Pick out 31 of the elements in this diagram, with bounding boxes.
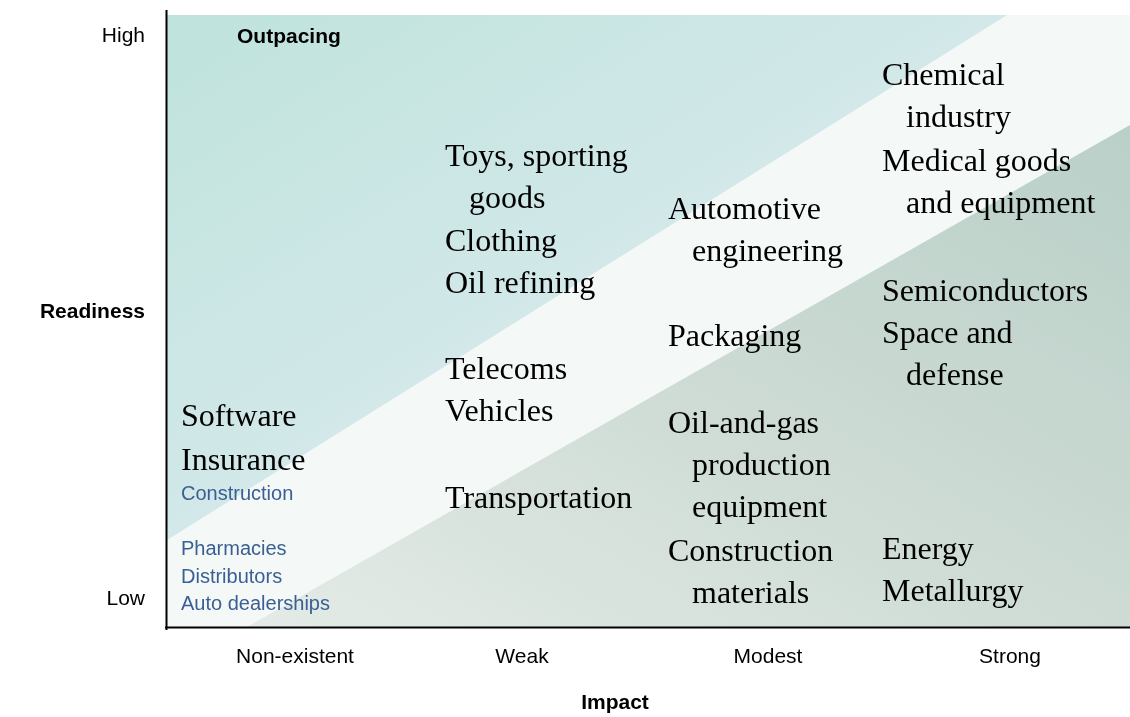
sector-label: Construction [181,481,294,506]
sector-label: Space and defense [882,313,1014,394]
sector-label: Oil refining [445,263,597,302]
sector-label: Software [181,396,298,435]
axis-tick-label: Weak [494,643,550,669]
sector-label: Construction materials [668,531,835,612]
sector-label: Telecoms [445,349,569,388]
sector-label: Packaging [668,316,803,355]
axis-title: Readiness [38,298,145,324]
sector-label: Auto dealerships [181,591,330,616]
sector-label: Pharmacies [181,536,287,561]
sector-label: Energy [882,529,975,568]
axis-title: Impact [580,689,650,715]
axis-tick-label: Non-existent [235,643,355,669]
sector-label: Automotive engineering [668,189,845,270]
sector-label: Clothing [445,221,558,260]
sector-label: Metallurgy [882,571,1025,610]
axis-tick-label: Low [105,585,145,611]
sector-label: Transportation [445,478,634,517]
axis-tick-label: Modest [732,643,804,669]
sector-label: Medical goods and equipment [882,141,1097,222]
sector-label: Insurance [181,440,307,479]
sector-label: Toys, sporting goods [445,136,629,217]
axis-tick-label: High [100,22,145,48]
sector-label: Vehicles [445,391,555,430]
sector-label: Distributors [181,564,283,589]
axis-tick-label: Strong [978,643,1042,669]
sector-label: Oil-and-gas production equipment [668,403,832,526]
sector-label: Semiconductors [882,271,1090,310]
zone-label: Outpacing [237,23,341,49]
sector-label: Chemical industry [882,55,1012,136]
